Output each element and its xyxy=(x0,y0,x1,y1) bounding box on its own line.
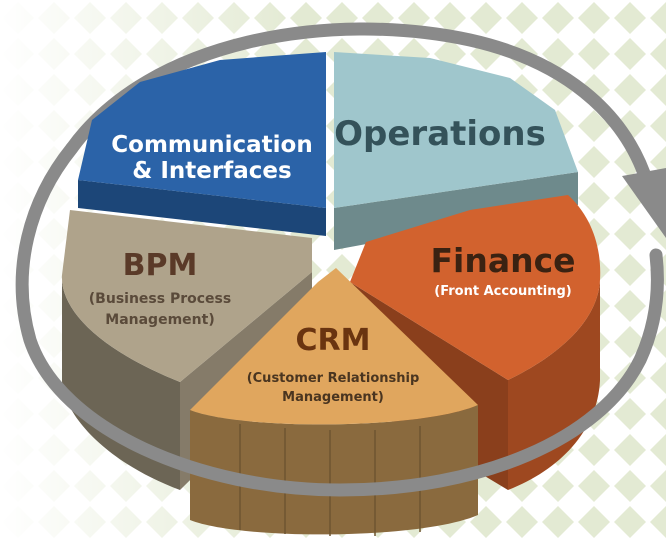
finance-label: Finance xyxy=(430,241,575,280)
crm-sublabel-line1: (Customer Relationship xyxy=(247,371,420,386)
segment-operations xyxy=(334,52,578,250)
bpm-sublabel-line1: (Business Process xyxy=(89,291,231,307)
finance-sublabel: (Front Accounting) xyxy=(434,284,571,299)
cycle-arrow-front xyxy=(15,141,664,497)
crm-sublabel-line2: Management) xyxy=(282,390,384,405)
segment-communication xyxy=(78,52,326,236)
communication-label-line2: & Interfaces xyxy=(132,158,291,184)
bpm-sublabel-line2: Management) xyxy=(105,312,214,328)
operations-label: Operations xyxy=(334,114,546,154)
bpm-label: BPM xyxy=(123,248,198,283)
cycle-arrow-back xyxy=(65,22,655,192)
segment-crm xyxy=(190,268,478,536)
communication-label-line1: Communication xyxy=(111,132,312,158)
cycle-arrowhead xyxy=(622,168,666,238)
crm-label: CRM xyxy=(296,323,371,358)
